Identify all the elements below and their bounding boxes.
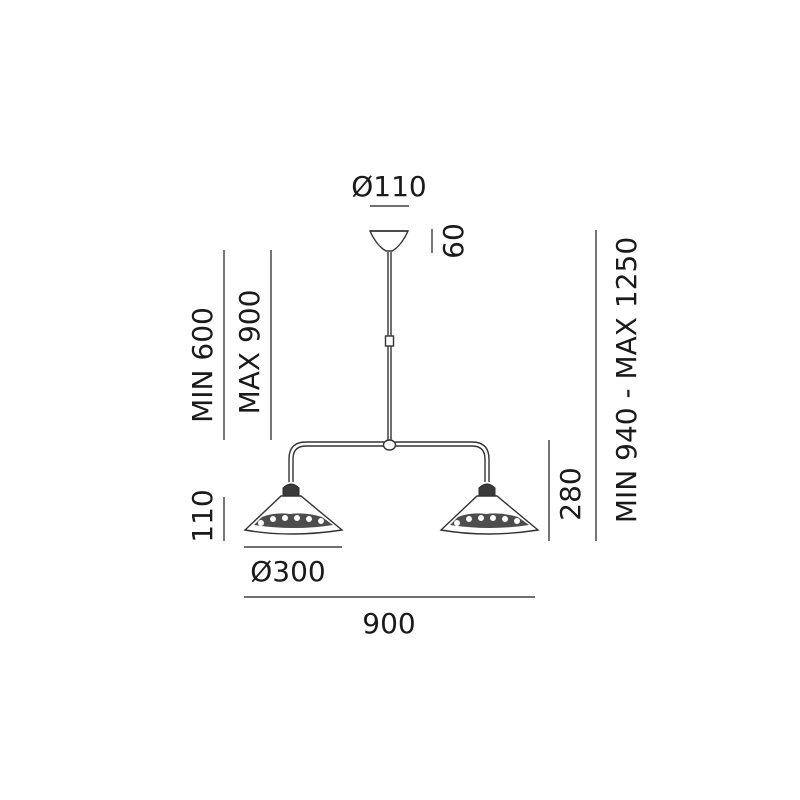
arm-drop-label: 280 xyxy=(554,467,587,520)
dimension-labels: Ø110 60 MIN 600 MAX 900 110 Ø300 900 280… xyxy=(186,170,643,640)
total-height-label: MIN 940 - MAX 1250 xyxy=(610,237,643,523)
canopy-height-label: 60 xyxy=(437,223,470,259)
arm-hub xyxy=(382,439,397,451)
socket-right xyxy=(478,483,496,497)
shade-right xyxy=(439,483,540,535)
dimension-lines xyxy=(223,205,597,598)
shade-left-lace-holes xyxy=(258,515,324,526)
pendant-lamp xyxy=(243,230,540,535)
arm-right-inner xyxy=(395,445,486,482)
arm-left-inner xyxy=(292,445,384,482)
stem-length-max-label: MAX 900 xyxy=(233,290,266,415)
socket-left xyxy=(282,483,300,497)
overall-width-label: 900 xyxy=(362,607,415,640)
stem-length-min-label: MIN 600 xyxy=(186,307,219,423)
shade-right-lace-holes xyxy=(454,515,520,526)
ceiling-canopy xyxy=(368,230,410,252)
shade-diameter-label: Ø300 xyxy=(250,555,325,588)
shade-left xyxy=(243,483,344,535)
canopy-diameter-label: Ø110 xyxy=(351,170,426,203)
shade-height-label: 110 xyxy=(186,489,219,542)
stem-joint xyxy=(384,335,395,347)
